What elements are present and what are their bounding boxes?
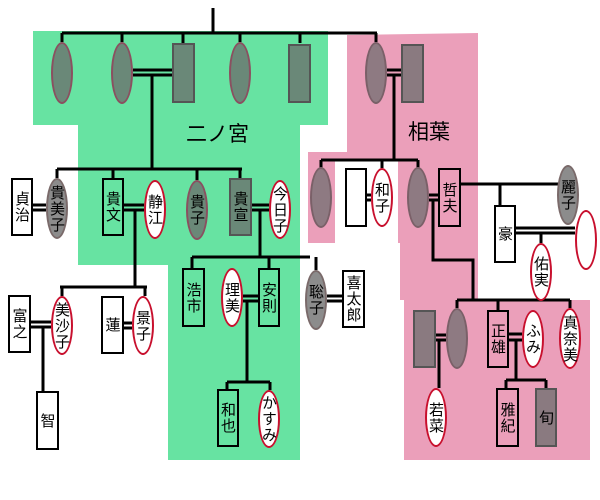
person-name: 正雄 (489, 323, 507, 355)
person-name: 貴文 (104, 191, 122, 223)
person-yasunori: 安則 (258, 268, 280, 327)
person-name: 今日子 (271, 185, 289, 234)
person-unnamed (413, 310, 436, 368)
person-name: 和子 (373, 181, 391, 214)
person-name: 安則 (260, 281, 278, 314)
person-go: 豪 (494, 205, 516, 263)
person-shizue: 静江 (144, 180, 166, 239)
person-name: 和也 (219, 402, 237, 434)
person-name: 貞治 (13, 191, 31, 223)
person-unnamed (446, 308, 468, 369)
person-yumi: 佑実 (530, 243, 552, 301)
person-wakana: 若菜 (425, 388, 447, 447)
person-name: 豪 (496, 226, 514, 242)
person-name: 麗子 (559, 179, 577, 211)
person-masaki: 雅紀 (496, 388, 519, 447)
person-name: 聡子 (307, 284, 325, 316)
person-fumi: ふみ (522, 310, 544, 368)
person-rimi: 理美 (221, 268, 243, 327)
person-name: 佑実 (532, 256, 550, 288)
person-unnamed (172, 43, 195, 103)
person-unnamed (310, 167, 332, 228)
person-kazuya: 和也 (217, 389, 239, 447)
person-koichi: 浩市 (182, 268, 205, 327)
person-unnamed (401, 44, 424, 103)
person-name: 智 (38, 412, 57, 429)
family-label-aiba: 相葉 (408, 120, 450, 144)
person-name: 旬 (537, 409, 555, 426)
person-name: 雅紀 (498, 401, 517, 434)
person-ren: 蓮 (101, 296, 124, 354)
person-shun: 旬 (535, 388, 557, 447)
person-name: 景子 (134, 309, 152, 342)
person-unnamed (288, 44, 311, 103)
person-unnamed (229, 42, 251, 104)
person-satoko: 聡子 (305, 270, 327, 330)
person-name: 蓮 (103, 317, 122, 333)
person-unnamed (345, 168, 367, 227)
person-takanobu: 貴宣 (229, 178, 252, 236)
person-name: ふみ (524, 323, 542, 355)
person-name: 若菜 (427, 401, 445, 434)
person-unnamed (111, 42, 133, 104)
person-unnamed (51, 42, 73, 104)
aiba-region (308, 33, 590, 460)
person-name: 貴宣 (231, 191, 250, 223)
person-unnamed (575, 210, 597, 270)
person-name: かすみ (260, 395, 278, 443)
person-kazuko: 和子 (371, 168, 393, 227)
person-tetsuo: 哲夫 (438, 168, 461, 227)
person-kyoko: 今日子 (269, 180, 291, 239)
person-unnamed (365, 42, 387, 104)
person-name: 浩市 (184, 281, 203, 314)
person-kasumi: かすみ (258, 390, 280, 448)
family-label-ninomiya: 二ノ宮 (186, 122, 249, 146)
person-name: 貴美子 (48, 184, 66, 233)
person-keiko: 景子 (132, 296, 154, 355)
person-satoshi: 智 (36, 391, 59, 450)
person-takafumi: 貴文 (102, 178, 124, 236)
person-sadaharu: 貞治 (11, 178, 33, 236)
person-takako: 貴子 (186, 180, 208, 240)
person-misako: 美沙子 (51, 296, 73, 355)
person-reiko: 麗子 (557, 165, 579, 225)
person-unnamed (407, 167, 429, 228)
person-kimiko: 貴美子 (46, 178, 68, 239)
person-name: 貴子 (188, 194, 206, 226)
ninomiya-region (33, 31, 328, 460)
person-kitaro: 喜太郎 (342, 270, 365, 328)
person-masao: 正雄 (487, 310, 509, 368)
person-name: 美沙子 (53, 301, 71, 350)
person-tomiyuki: 富之 (8, 295, 31, 353)
person-name: 喜太郎 (344, 275, 363, 323)
person-name: 富之 (10, 308, 29, 340)
person-name: 静江 (146, 193, 164, 226)
person-manami: 真奈美 (559, 308, 581, 369)
person-name: 哲夫 (440, 181, 459, 214)
person-name: 理美 (223, 281, 241, 314)
person-name: 真奈美 (561, 314, 579, 363)
